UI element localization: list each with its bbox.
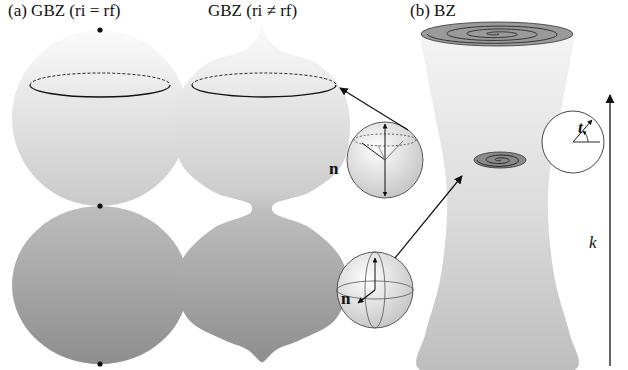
vector-label: n xyxy=(329,160,338,179)
vector-label: n xyxy=(341,290,350,309)
spiral-stroke xyxy=(477,155,518,166)
k-axis-arrow xyxy=(609,95,610,366)
time-dial xyxy=(542,111,604,173)
gbz-spheres xyxy=(12,27,188,366)
bloch-sphere-lower xyxy=(337,252,413,328)
pointer-arrow xyxy=(340,88,408,130)
axis-label: k xyxy=(589,234,597,253)
pointer-arrow xyxy=(395,176,462,258)
gbz-deformed-surface xyxy=(174,22,350,362)
gbz-ring xyxy=(192,73,336,97)
panel-title: (b) BZ xyxy=(410,2,456,21)
panel-title: GBZ (ri ≠ rf) xyxy=(208,2,297,21)
time-label: t xyxy=(578,119,583,138)
panel-title: (a) GBZ (ri = rf) xyxy=(8,2,120,21)
bloch-sphere-upper xyxy=(347,122,423,198)
spiral-stroke xyxy=(427,26,557,43)
